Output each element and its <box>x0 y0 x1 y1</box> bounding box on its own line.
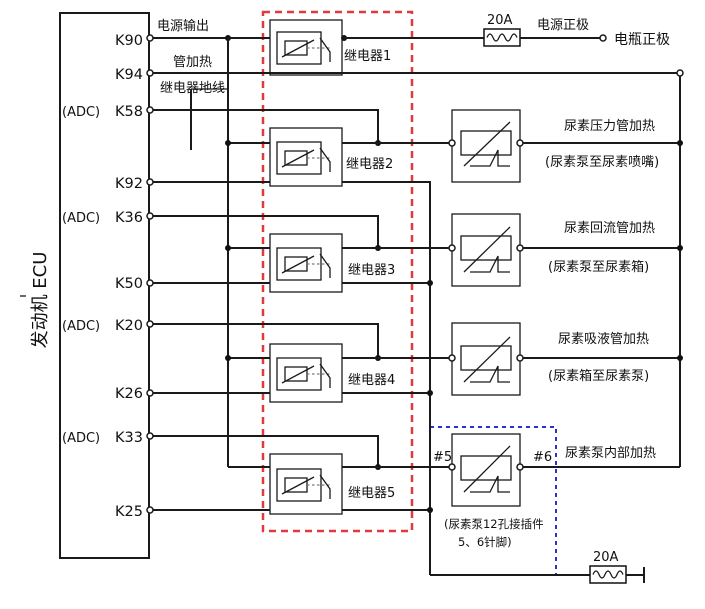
heater-1-title: 尿素压力管加热 <box>564 119 655 134</box>
fuse-bottom-label: 20A <box>593 550 619 565</box>
fuse-bottom <box>589 565 627 584</box>
fuse-top-label: 20A <box>487 13 513 28</box>
relay-1-label: 继电器1 <box>344 49 391 64</box>
wire-k33 <box>153 435 379 467</box>
wire-k58 <box>153 109 379 143</box>
pin-label-k33: K33 <box>115 430 143 446</box>
pin-prefix-k36: (ADC) <box>62 211 100 226</box>
pin-prefix-k58: (ADC) <box>62 105 100 120</box>
heater-3-title: 尿素吸液管加热 <box>558 332 649 347</box>
battery-positive-label: 电瓶正极 <box>614 32 670 48</box>
relay-3-label: 继电器3 <box>348 263 395 278</box>
fuse-top <box>483 28 521 47</box>
heater-3: 尿素吸液管加热 (尿素箱至尿素泵) <box>448 322 649 396</box>
relay-4-label: 继电器4 <box>348 373 395 388</box>
pin-label-k90: K90 <box>115 33 143 49</box>
heater-3-subtitle: (尿素箱至尿素泵) <box>548 368 649 384</box>
power-positive-label: 电源正极 <box>537 18 589 33</box>
heater-2-subtitle: (尿素泵至尿素箱) <box>548 259 649 275</box>
pin-label-k92: K92 <box>115 176 143 192</box>
label-pipe-heating: 管加热 <box>173 55 212 70</box>
relay-group-box <box>261 10 414 533</box>
heater-1-subtitle: (尿素泵至尿素喷嘴) <box>545 155 659 170</box>
relay-4: 继电器4 <box>269 343 395 403</box>
pin-prefix-k33: (ADC) <box>62 431 100 446</box>
pump-pin-left: #5 <box>433 450 452 465</box>
pin-label-k36: K36 <box>115 210 143 226</box>
pump-note-line1: (尿素泵12孔接插件 <box>444 517 544 531</box>
pin-label-k94: K94 <box>115 67 143 83</box>
pin-prefix-k20: (ADC) <box>62 319 100 334</box>
relay-3: 继电器3 <box>269 233 395 293</box>
relay-2: 继电器2 <box>269 127 393 187</box>
wire-k36 <box>153 215 379 248</box>
label-power-output: 电源输出 <box>157 18 209 34</box>
pin-label-k58: K58 <box>115 104 143 120</box>
heater-4-title: 尿素泵内部加热 <box>565 445 656 461</box>
relay-2-label: 继电器2 <box>346 157 393 172</box>
relay-5: 继电器5 <box>269 453 395 515</box>
heater-4: 尿素泵内部加热 #5 #6 (尿素泵12孔接插件 5、6针脚) <box>433 433 656 549</box>
pin-label-k20: K20 <box>115 318 143 334</box>
wire-k20 <box>153 323 379 358</box>
pin-label-k50: K50 <box>115 276 143 292</box>
pump-note-line2: 5、6针脚) <box>458 535 512 549</box>
relay-5-label: 继电器5 <box>348 486 395 501</box>
heater-2-title: 尿素回流管加热 <box>564 221 655 236</box>
pump-pin-right: #6 <box>533 450 552 465</box>
pin-label-k26: K26 <box>115 386 143 402</box>
heater-2: 尿素回流管加热 (尿素泵至尿素箱) <box>448 213 655 287</box>
relay-1: 继电器1 <box>269 19 391 76</box>
ecu-title: 发动机 ECU <box>30 252 51 349</box>
heater-1: 尿素压力管加热 (尿素泵至尿素喷嘴) <box>448 109 659 183</box>
pin-label-k25: K25 <box>115 504 143 520</box>
